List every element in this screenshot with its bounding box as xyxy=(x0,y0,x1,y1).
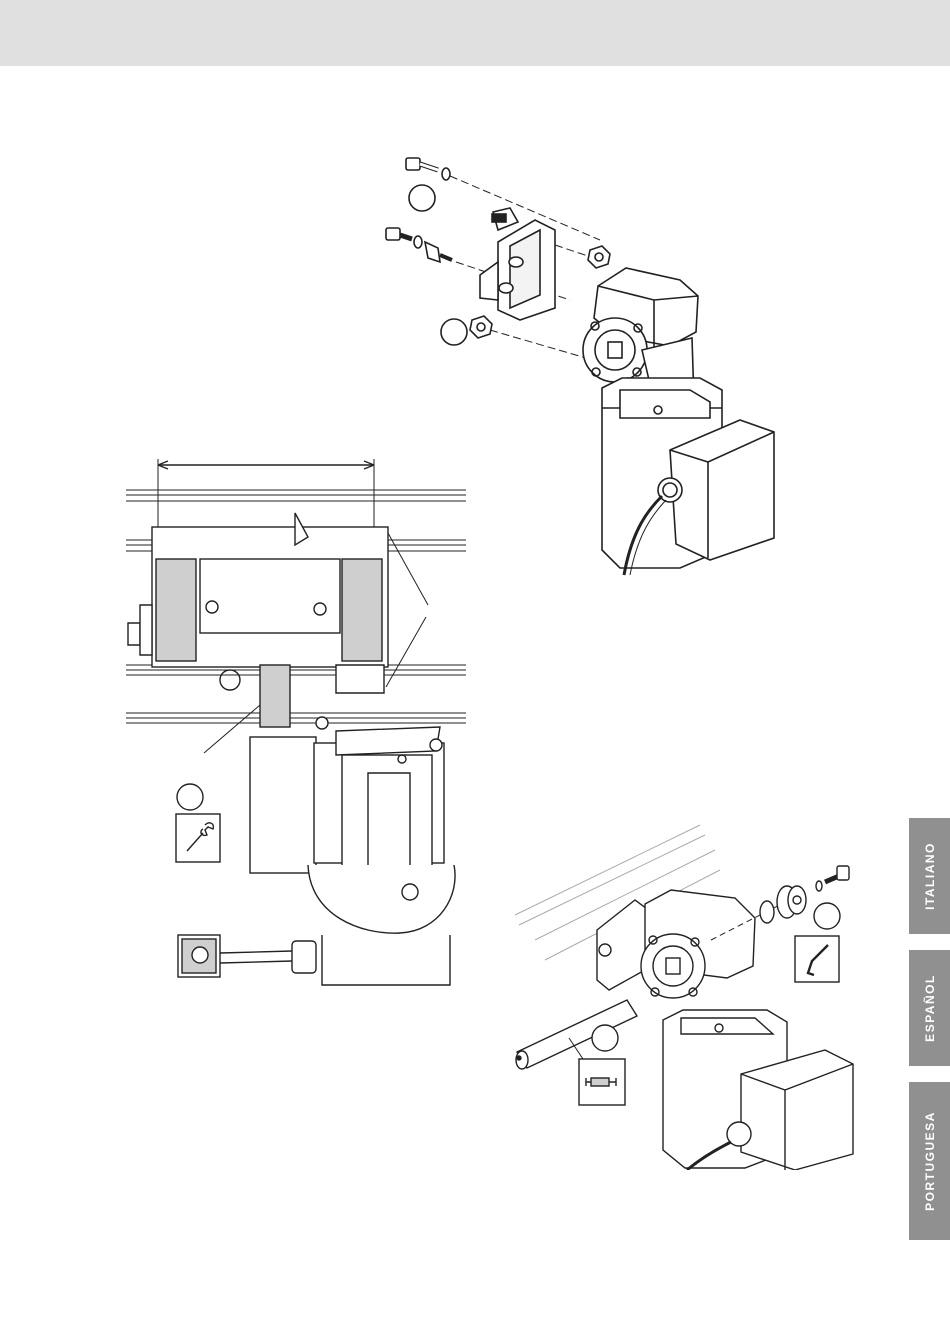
tab-espanol[interactable]: ESPAÑOL xyxy=(909,950,950,1066)
cable-connector xyxy=(178,935,316,977)
header-band xyxy=(0,0,950,66)
motor xyxy=(663,1010,853,1170)
tab-portuguesa[interactable]: PORTUGUESA xyxy=(909,1082,950,1240)
screw-upper xyxy=(406,158,450,180)
nut-upper xyxy=(588,246,610,268)
drive-motor xyxy=(250,717,455,985)
callout-circle xyxy=(177,784,203,810)
figure-hub-assembly xyxy=(505,820,865,1170)
wrench-icon xyxy=(175,813,221,863)
shaft-tool-icon xyxy=(578,1058,626,1106)
gearbox xyxy=(641,890,755,998)
wheel-right xyxy=(342,559,382,661)
callout-circle xyxy=(409,185,435,211)
tab-italiano[interactable]: ITALIANO xyxy=(909,818,950,934)
bracket xyxy=(480,208,555,320)
callout-circle xyxy=(592,1025,618,1051)
screw-lower xyxy=(386,228,452,262)
motor xyxy=(602,378,774,575)
dimension-line xyxy=(158,459,374,535)
callout-circle xyxy=(814,903,840,929)
wheel-left xyxy=(156,559,196,661)
trolley xyxy=(128,513,388,693)
figure-side-view xyxy=(110,455,480,1000)
hex-key-icon xyxy=(794,935,840,983)
nut-lower xyxy=(470,316,492,338)
callout-circle xyxy=(441,319,467,345)
